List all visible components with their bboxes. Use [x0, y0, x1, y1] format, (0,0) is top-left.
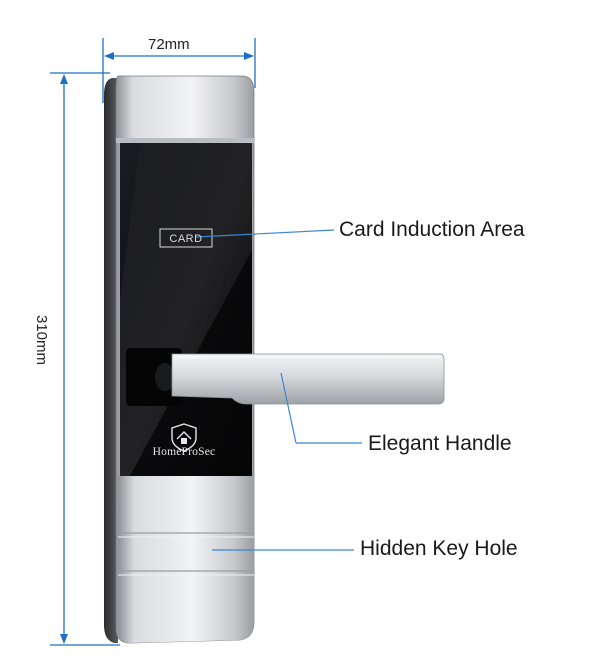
card-reader-outline — [159, 228, 213, 248]
card-induction-callout: Card Induction Area — [339, 218, 525, 241]
callout-lines — [195, 229, 362, 551]
width-dimension-label: 72mm — [148, 36, 190, 53]
width-dimension — [102, 38, 256, 103]
handle-lever — [171, 353, 445, 405]
key-hole-callout: Hidden Key Hole — [360, 537, 518, 560]
height-dimension-label: 310mm — [33, 314, 50, 366]
handle-base — [126, 348, 182, 406]
card-area-text: CARD — [169, 233, 203, 245]
lock-side-edge — [104, 78, 118, 643]
lower-plate — [118, 476, 254, 643]
handle-callout: Elegant Handle — [368, 432, 512, 455]
brand-name: HomeProSec — [152, 446, 216, 458]
brand-logo-icon — [171, 423, 197, 452]
height-dimension — [50, 72, 120, 646]
panel-top-bevel — [116, 138, 254, 143]
handle-pivot — [155, 363, 175, 391]
